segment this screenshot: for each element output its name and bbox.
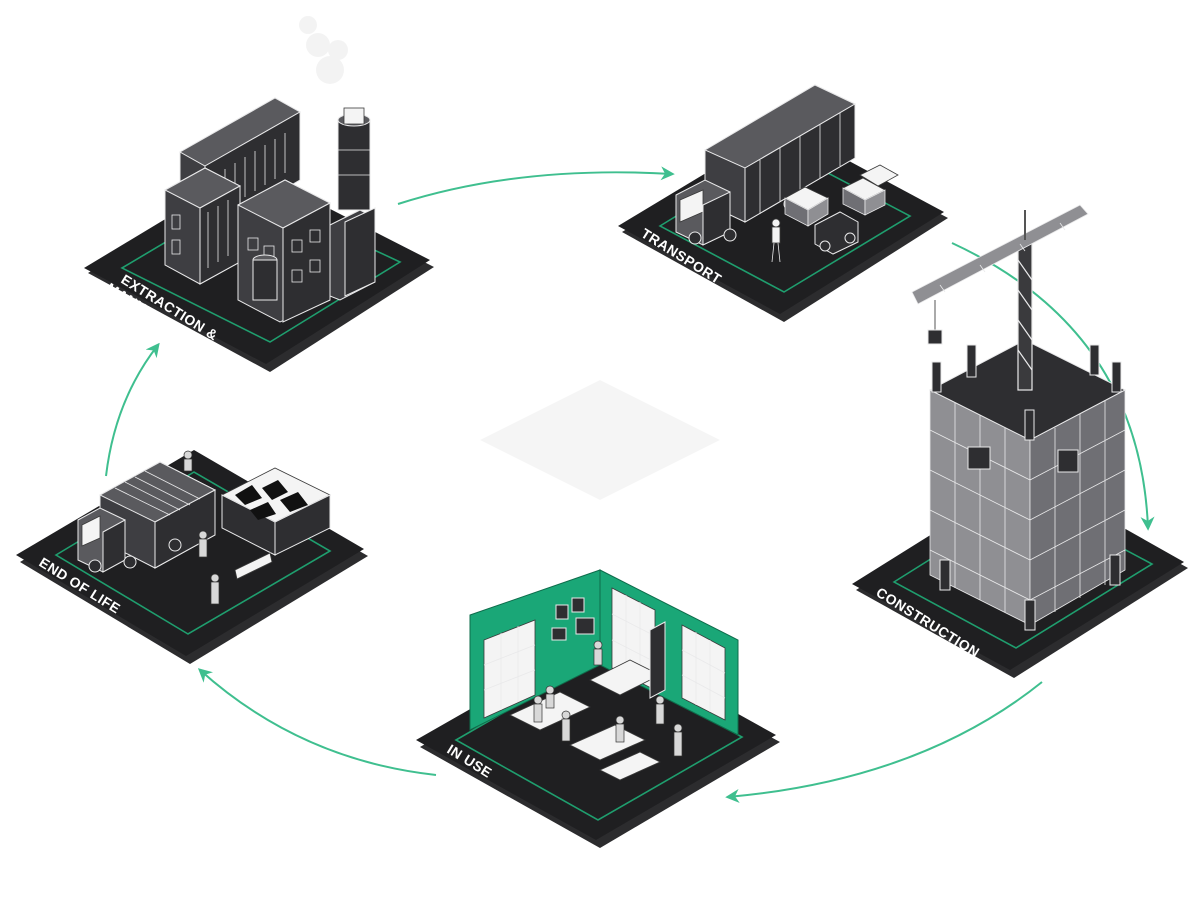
stage-in-use: IN USE xyxy=(416,569,780,848)
pallets xyxy=(784,164,899,227)
truck-illustration xyxy=(675,84,899,263)
arrow-in-use-to-end-of-life xyxy=(197,668,437,776)
office-window-left xyxy=(483,619,536,719)
stage-end-of-life: END OF LIFE xyxy=(16,450,368,664)
office-people xyxy=(533,640,683,757)
stage-construction: CONSTRUCTION xyxy=(852,204,1188,678)
office-desks xyxy=(509,659,661,781)
arrow-construction-to-in-use xyxy=(725,681,1043,803)
garbage-truck-illustration xyxy=(77,450,331,605)
stage-transport: TRANSPORT xyxy=(618,84,948,322)
factory-illustration xyxy=(163,16,376,323)
cycle-arrows xyxy=(105,166,1155,803)
arrow-end-of-life-to-extraction xyxy=(105,342,160,477)
office-illustration xyxy=(469,569,739,781)
center-watermark xyxy=(480,380,720,500)
arrow-extraction-to-transport xyxy=(397,166,675,205)
crane-tower-illustration xyxy=(911,204,1127,631)
stage-extraction: EXTRACTION & MANUFACTURE xyxy=(84,16,434,372)
